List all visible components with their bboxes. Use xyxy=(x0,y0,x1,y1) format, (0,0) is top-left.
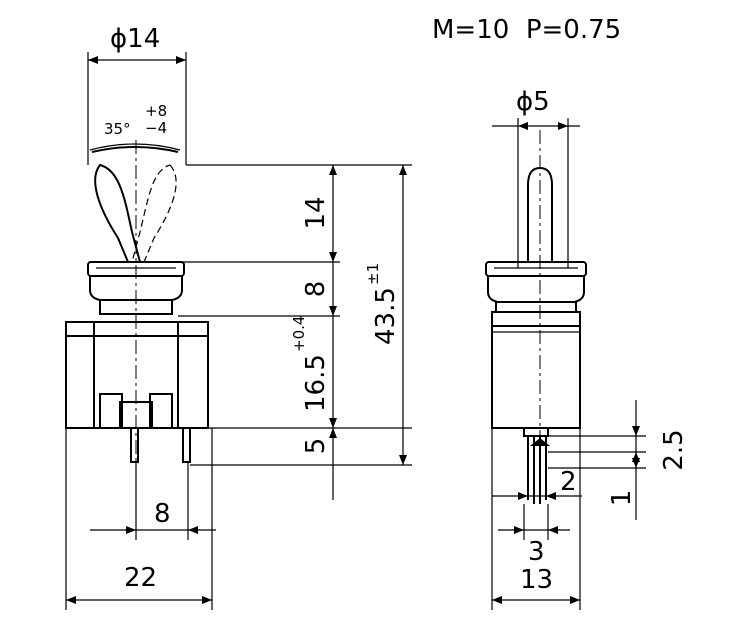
throw-angle-tol-lower: −4 xyxy=(145,119,167,137)
bushing-height-label: 8 xyxy=(301,281,331,298)
terminal-depth-label: 2.5 xyxy=(659,429,689,470)
terminal-length-label: 5 xyxy=(301,438,331,455)
terminal-pitch-label: 2 xyxy=(560,467,577,497)
body-width-label: 13 xyxy=(520,565,553,595)
total-height-label: 43.5 xyxy=(371,287,401,345)
pin-spacing-label: 8 xyxy=(154,499,171,529)
terminal-width-label: 3 xyxy=(528,537,545,567)
side-lever-diameter-label: ϕ5 xyxy=(516,87,550,117)
terminal-thickness-label: 1 xyxy=(607,490,637,507)
side-view: ϕ5 2.5 1 2 xyxy=(485,87,689,610)
body-height-tol: +0.4 xyxy=(290,316,308,352)
thread-spec-label: M=10 P=0.75 xyxy=(432,15,621,45)
width-label: 22 xyxy=(124,563,157,593)
lever-diameter-label: ϕ14 xyxy=(110,24,160,54)
front-view: ϕ14 35° +8 −4 xyxy=(65,24,412,610)
lever-height-label: 14 xyxy=(301,196,331,229)
throw-angle-label: 35° xyxy=(104,120,131,138)
throw-angle-tol-upper: +8 xyxy=(145,102,167,120)
body-height-label: 16.5 xyxy=(301,354,331,412)
total-height-tol: ±1 xyxy=(364,263,382,285)
